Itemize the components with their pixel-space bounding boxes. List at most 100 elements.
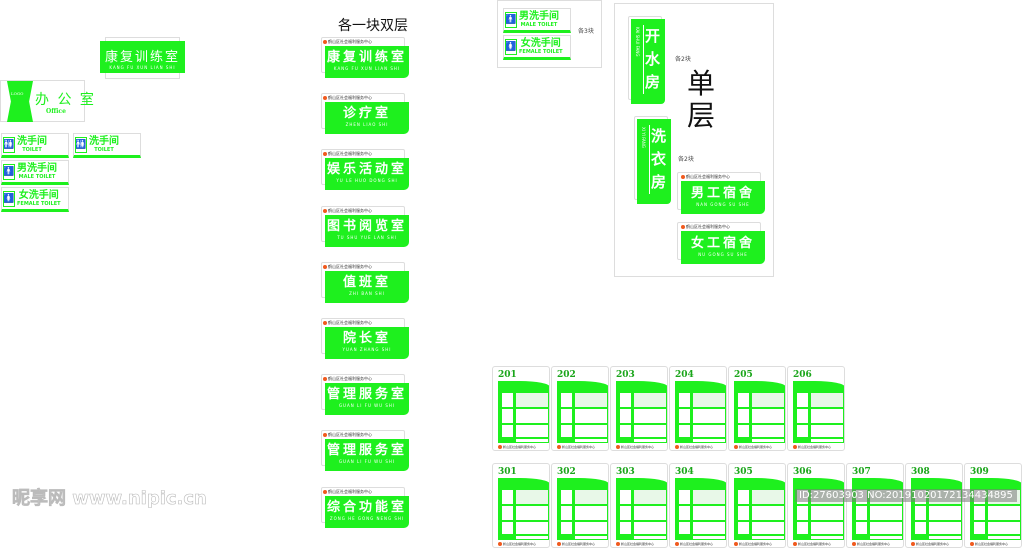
rehab-room-sign: 康复训练室 KANG FU XUN LIAN SHI — [100, 41, 185, 73]
room-number: 302 — [557, 467, 576, 477]
sign-en: FEMALE TOILET — [519, 49, 563, 55]
sign-title: 康复训练室 — [326, 50, 407, 65]
sign-cn: 女洗手间 — [18, 190, 59, 201]
sign-body — [557, 478, 608, 540]
org-name: 鹤山区社会福利服务中心 — [616, 445, 654, 449]
man-icon: 🚹 — [505, 11, 517, 28]
sign-cn: 洗手间 — [89, 136, 119, 147]
sign-body — [557, 381, 608, 443]
org-name: 鹤山区社会福利服务中心 — [323, 95, 372, 101]
sign-pinyin: XI YI FANG — [641, 127, 646, 148]
logo-panel — [7, 81, 33, 122]
sign-body — [793, 478, 844, 540]
org-name: 鹤山区社会福利服务中心 — [675, 445, 713, 449]
org-name: 鹤山区社会福利服务中心 — [498, 445, 536, 449]
quantity-note: 各3块 — [578, 28, 594, 35]
room-number: 203 — [616, 370, 635, 380]
room-door-sign: 202 鹤山区社会福利服务中心 — [551, 366, 609, 451]
sign-body — [734, 478, 785, 540]
sign-pinyin: YUAN ZHANG SHI — [342, 347, 392, 352]
org-name: 鹤山区社会福利服务中心 — [734, 542, 772, 546]
room-number: 306 — [793, 467, 812, 477]
sign-body — [675, 478, 726, 540]
room-number: 202 — [557, 370, 576, 380]
sign-en: MALE TOILET — [18, 174, 56, 180]
sign-title: 女工宿舍 — [690, 236, 755, 251]
sign-pinyin: NU GONG SU SHE — [698, 252, 748, 257]
unisex-toilet-icon: 🚻 — [3, 136, 15, 153]
org-name: 鹤山区社会福利服务中心 — [616, 542, 654, 546]
sign-title: 开水房 — [643, 25, 661, 94]
org-name: 鹤山区社会福利服务中心 — [557, 445, 595, 449]
room-number: 205 — [734, 370, 753, 380]
room-number: 201 — [498, 370, 517, 380]
quantity-note: 各2块 — [678, 156, 694, 163]
sign-pinyin: KANG FU XUN LIAN SHI — [333, 66, 401, 71]
office-title: 办 公 室 — [35, 92, 96, 108]
sign-body — [911, 478, 962, 540]
sign-cn: 女洗手间 — [520, 38, 561, 49]
org-name: 鹤山区社会福利服务中心 — [323, 39, 372, 45]
room-door-sign: 309 鹤山区社会福利服务中心 — [964, 463, 1022, 548]
room-number: 305 — [734, 467, 753, 477]
org-name: 鹤山区社会福利服务中心 — [323, 320, 372, 326]
sign-title: 诊疗室 — [342, 106, 391, 122]
sign-pinyin: ZHEN LIAO SHI — [345, 122, 389, 128]
sign-title: 图书阅览室 — [326, 218, 407, 234]
sign-cn: 男洗手间 — [519, 11, 559, 22]
man-icon: 🚹 — [3, 163, 15, 180]
room-door-sign: 203 鹤山区社会福利服务中心 — [610, 366, 668, 451]
sign-en: TOILET — [22, 147, 42, 153]
sign-cn: 男洗手间 — [17, 163, 57, 174]
double-layer-title: 各一块双层 — [338, 18, 408, 34]
sign-title: 管理服务室 — [326, 443, 407, 459]
office-en: Office — [46, 108, 66, 115]
sign-title: 康复训练室 — [104, 50, 180, 65]
sign-pinyin: ZONG HE GONG NENG SHI — [329, 515, 405, 521]
sign-body — [616, 381, 667, 443]
org-name: 鹤山区社会福利服务中心 — [911, 542, 949, 546]
org-name: 鹤山区社会福利服务中心 — [970, 542, 1008, 546]
sign-body — [852, 478, 903, 540]
sign-pinyin: TU SHU YUE LAN SHI — [337, 234, 397, 240]
sign-body — [498, 381, 549, 443]
id-watermark: ID:27603903 NO:20191020172134434895 — [795, 489, 1017, 502]
woman-icon: 🚺 — [3, 190, 15, 207]
sign-en: MALE TOILET — [520, 22, 558, 28]
room-door-sign: 305 鹤山区社会福利服务中心 — [728, 463, 786, 548]
room-number: 206 — [793, 370, 812, 380]
sign-title: 管理服务室 — [326, 387, 407, 403]
sign-body — [675, 381, 726, 443]
sign-pinyin: ZHI BAN SHI — [349, 290, 385, 296]
room-number: 309 — [970, 467, 989, 477]
sign-title: 娱乐活动室 — [326, 162, 407, 178]
sign-pinyin: KAI SHUI FANG — [635, 27, 640, 57]
org-name: 鹤山区社会福利服务中心 — [498, 542, 536, 546]
sign-body — [970, 478, 1021, 540]
room-number: 303 — [616, 467, 635, 477]
sign-pinyin: GUAN LI FU WU SHI — [338, 459, 396, 465]
sign-title: 院长室 — [342, 331, 391, 346]
room-number: 307 — [852, 467, 871, 477]
sign-title: 洗衣房 — [649, 125, 667, 194]
org-name: 鹤山区社会福利服务中心 — [681, 224, 730, 230]
